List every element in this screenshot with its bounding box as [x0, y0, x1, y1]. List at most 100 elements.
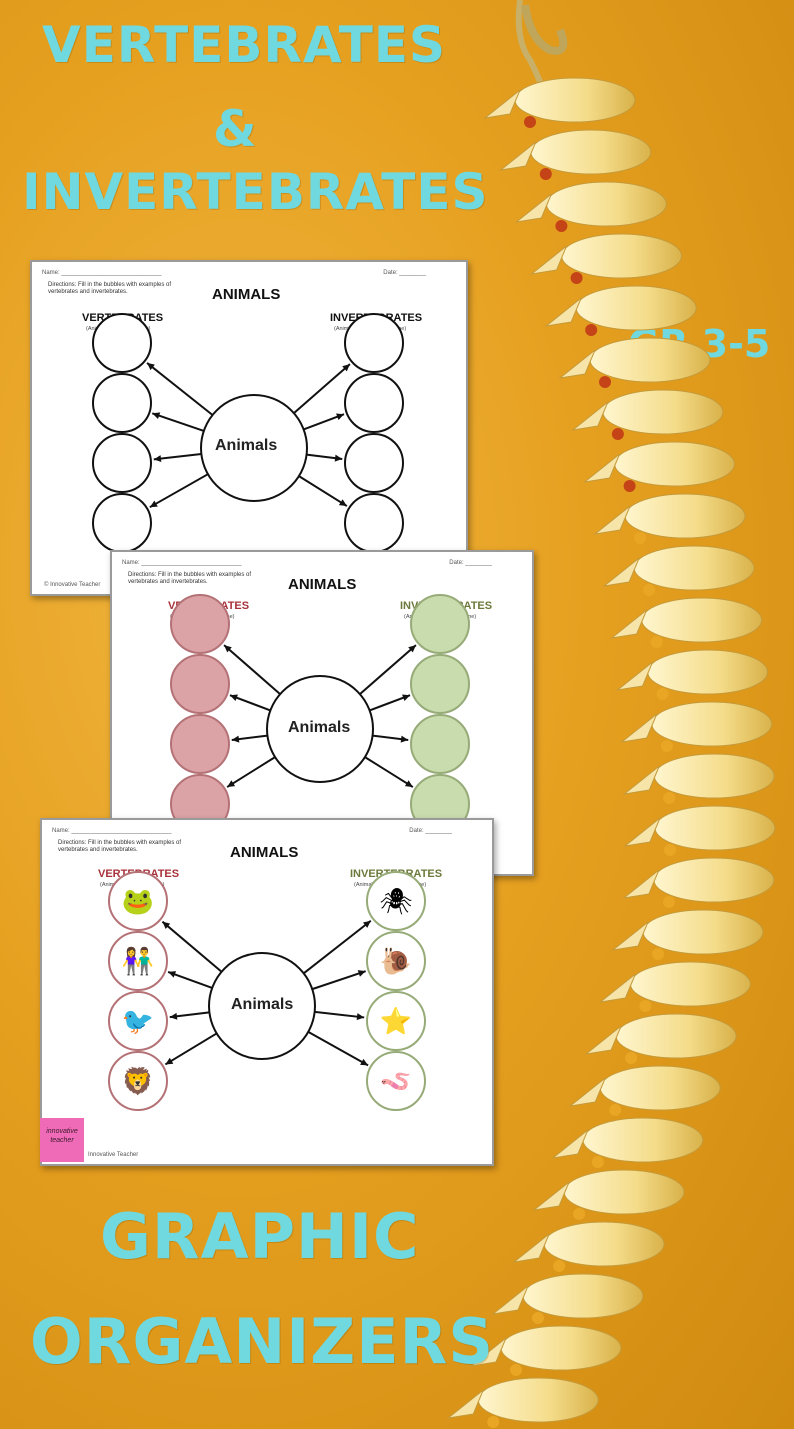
nerve-root	[591, 1156, 604, 1168]
arrowhead	[336, 413, 345, 421]
spinous-process	[623, 817, 661, 847]
worksheet-plain: Name: ______________________________ Dat…	[30, 260, 468, 596]
vertebra	[530, 129, 652, 175]
spider-icon: 🕷	[379, 887, 412, 917]
spinous-process	[514, 193, 552, 223]
vertebrate-bubble	[92, 373, 152, 433]
worksheet-title: ANIMALS	[288, 576, 357, 593]
starfish-icon: ⭐	[380, 1006, 412, 1037]
connector-arrow	[293, 363, 351, 414]
title-organizers: ORGANIZERS	[30, 1305, 494, 1378]
nerve-root	[660, 740, 673, 752]
vertebra	[514, 77, 636, 123]
date-line: Date: ________	[383, 270, 426, 276]
arrowhead	[356, 1013, 365, 1021]
spinous-process	[622, 869, 660, 899]
arrowhead	[168, 971, 177, 978]
connector-arrow	[298, 475, 348, 507]
vertebra	[599, 1065, 721, 1111]
organizer-diagram	[92, 313, 404, 553]
spinous-process	[512, 1233, 550, 1263]
vertebra	[561, 233, 683, 279]
arrowhead	[165, 1057, 174, 1065]
nerve-root	[650, 636, 663, 648]
connector-arrow	[149, 473, 209, 509]
nerve-root	[570, 272, 583, 284]
arrowhead	[149, 500, 158, 508]
nerve-root	[639, 1000, 652, 1012]
nerve-root	[553, 1260, 566, 1272]
arrowhead	[231, 735, 240, 743]
vertebrate-bubble	[108, 991, 168, 1051]
vertebra	[575, 285, 697, 331]
connector-arrow	[303, 919, 372, 975]
vertebra	[614, 441, 736, 487]
nerve-root	[539, 168, 552, 180]
vertebra	[633, 545, 755, 591]
spine-image	[446, 0, 776, 1428]
vertebra	[653, 753, 775, 799]
center-bubble	[266, 675, 374, 783]
nerve-root	[599, 376, 612, 388]
arrowhead	[400, 735, 409, 743]
connector-arrow	[314, 1010, 365, 1019]
vertebra	[641, 597, 763, 643]
invertebrate-bubble	[344, 433, 404, 493]
center-label: Animals	[231, 996, 294, 1013]
spinous-process	[602, 557, 640, 587]
organizer-diagram: 🐸👫🐦🦁 🕷🐌⭐🪱	[108, 871, 426, 1111]
arrowhead	[227, 780, 236, 788]
connector-arrow	[223, 644, 281, 695]
spinous-process	[532, 1181, 570, 1211]
spinous-process	[446, 1389, 484, 1419]
spinous-process	[620, 713, 658, 743]
connector-arrow	[151, 412, 205, 432]
children-icon: 👫	[122, 946, 154, 977]
vertebra	[589, 337, 711, 383]
nerve-root	[555, 220, 568, 232]
vertebra	[629, 961, 751, 1007]
vertebrate-bubble	[170, 714, 230, 774]
vertebrate-bubble	[92, 493, 152, 553]
nerve-root	[573, 1208, 586, 1220]
worksheet-title: ANIMALS	[212, 286, 281, 303]
vertebrate-bubble	[108, 931, 168, 991]
vertebra	[651, 701, 773, 747]
directions-text: Directions: Fill in the bubbles with exa…	[58, 840, 182, 853]
nerve-root	[663, 844, 676, 856]
invertebrate-bubble	[366, 1051, 426, 1111]
vertebrate-bubble	[108, 871, 168, 931]
spinous-process	[582, 453, 621, 483]
vertebrate-bubble	[108, 1051, 168, 1111]
arrowhead	[338, 499, 347, 507]
vertebra	[602, 389, 724, 435]
connector-arrow	[161, 920, 223, 973]
title-ampersand: &	[213, 100, 258, 158]
frog-icon: 🐸	[122, 887, 154, 917]
arrowhead	[152, 412, 161, 419]
title-invertebrates: INVERTEBRATES	[22, 163, 489, 221]
arrowhead	[147, 362, 155, 371]
connector-arrow	[307, 1031, 369, 1067]
center-bubble	[200, 394, 308, 502]
nerve-root	[609, 1104, 622, 1116]
vertebra	[642, 909, 764, 955]
nerve-root	[585, 324, 598, 336]
nerve-root	[652, 948, 665, 960]
center-label: Animals	[288, 719, 351, 736]
snail-icon: 🐌	[380, 947, 412, 977]
connector-arrow	[364, 756, 414, 788]
copyright-text: Innovative Teacher	[88, 1152, 139, 1158]
spinous-process	[558, 349, 596, 379]
name-line: Name: ______________________________	[42, 270, 162, 276]
arrowhead	[162, 921, 171, 929]
spinous-process	[584, 1025, 622, 1055]
vertebrate-bubble	[92, 433, 152, 493]
vertebra	[477, 1377, 599, 1423]
bird-icon: 🐦	[122, 1007, 154, 1037]
spinous-process	[483, 89, 521, 119]
spinous-process	[529, 245, 568, 275]
connector-arrow	[146, 362, 214, 416]
nerve-root	[663, 792, 676, 804]
spinous-process	[544, 297, 582, 327]
